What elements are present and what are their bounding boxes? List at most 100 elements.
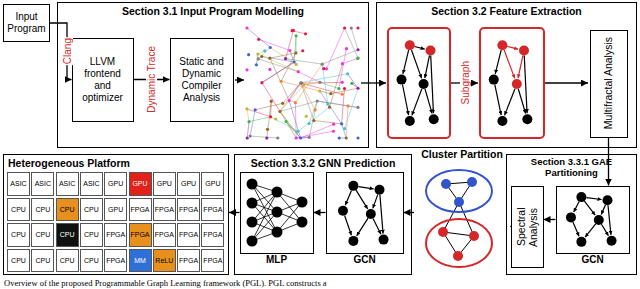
graph-vertex [257, 57, 260, 60]
graph-vertex [247, 120, 250, 123]
flow-arrow [235, 79, 244, 80]
section-heading: Section 3.3.2 GNN Prediction [237, 157, 409, 169]
graph-edge [373, 194, 378, 208]
graph-vertex [419, 79, 429, 89]
graph-edge [309, 101, 317, 123]
graph-vertex [329, 92, 332, 95]
graph-vertex [426, 46, 436, 56]
graph-edge [286, 122, 300, 138]
graph-vertex [285, 120, 288, 123]
graph-vertex [305, 115, 308, 118]
graph-vertex [489, 75, 499, 85]
cluster-group: Cluster Partition [414, 148, 510, 275]
platform-cell: ASIC [7, 172, 30, 196]
graph-edge [351, 28, 358, 50]
graph-vertex [246, 136, 249, 139]
graph-figure [566, 192, 617, 247]
graph-vertex [318, 89, 321, 92]
platform-cell: CPU [80, 198, 103, 222]
graph-edge [601, 224, 608, 235]
graph-vertex [356, 87, 359, 90]
graph-vertex [294, 101, 297, 104]
graph-vertex [356, 57, 359, 60]
graph-vertex [337, 87, 340, 90]
graph-edge [415, 47, 425, 50]
platform-cell: MM [129, 249, 152, 273]
section-panel: MLPGCNSection 3.3.2 GNN Prediction [234, 154, 412, 275]
graph-vertex [296, 130, 299, 133]
graph-vertex [269, 46, 272, 49]
edge-label: Dynamic Trace [146, 45, 157, 114]
graph-edge [345, 216, 352, 236]
graph-edge [507, 46, 518, 49]
graph-vertex [274, 117, 277, 120]
graph-vertex [268, 57, 271, 60]
platform-cell: FPGA [201, 223, 224, 247]
graph-edge [314, 121, 342, 124]
node-label: Spectral Analysis [515, 190, 539, 264]
subgraph-frame [480, 28, 544, 138]
graph-vertex [345, 47, 348, 50]
edge-label: Clang [62, 37, 73, 65]
section-panel: LLVM frontend and optimizerStatic and Dy… [57, 2, 369, 148]
graph-vertex [519, 46, 529, 56]
graph-vertex [307, 122, 310, 125]
node-label: GCN [557, 254, 629, 266]
flow-arrow [404, 212, 415, 213]
graph-edge [518, 89, 525, 114]
node-label: Input Program [7, 11, 46, 35]
graph-edge [320, 91, 342, 124]
graph-edge [247, 109, 271, 117]
graph-edge [259, 39, 290, 50]
section-heading: Section 3.1 Input Program Modelling [60, 5, 366, 17]
graph-vertex [341, 81, 344, 84]
graph-vertex [293, 60, 296, 63]
graph-edge [586, 198, 601, 200]
graph-vertex [356, 48, 359, 51]
graph-vertex [375, 185, 385, 195]
graph-vertex [522, 114, 532, 124]
graph-edge [270, 53, 296, 58]
graph-edge [495, 84, 501, 115]
graph-vertex [292, 29, 295, 32]
graph-edge [425, 89, 432, 114]
graph-vertex [312, 119, 315, 122]
graph-vertex [348, 181, 358, 191]
graph-edge [342, 58, 357, 63]
graph-vertex [345, 136, 348, 139]
graph-edge [431, 56, 434, 114]
graph-vertex [338, 206, 348, 216]
platform-cell: ReLU [153, 249, 176, 273]
graph-vertex [454, 197, 464, 207]
graph-edge [289, 101, 301, 138]
graph-vertex [356, 136, 359, 139]
graph-edge [411, 50, 421, 78]
graph-edge [294, 36, 296, 62]
graph-vertex [397, 75, 407, 85]
graph-vertex [512, 79, 522, 89]
node-label: LLVM frontend and optimizer [76, 56, 130, 104]
graph-edge [573, 222, 579, 236]
platform-cell: FPGA [153, 198, 176, 222]
neuron [297, 217, 308, 228]
graph-edge [345, 28, 358, 58]
graph-vertex [301, 49, 304, 52]
graph-vertex [316, 99, 319, 102]
graph-vertex [270, 100, 273, 103]
graph-edge [250, 110, 255, 136]
platform-cell: FPGA [104, 249, 127, 273]
graph-edge [286, 122, 300, 138]
graph-edge [249, 117, 271, 122]
graph-vertex [245, 107, 248, 110]
graph-edge [425, 55, 430, 78]
platform-cell: CPU [80, 249, 103, 273]
graph-vertex [266, 128, 269, 131]
graph-vertex [245, 68, 248, 71]
graph-figure [338, 181, 389, 246]
graph-vertex [247, 53, 250, 56]
graph-vertex [328, 106, 331, 109]
graph-edge [357, 218, 368, 236]
platform-cell: CPU [31, 249, 54, 273]
platform-cell: FPGA [201, 198, 224, 222]
